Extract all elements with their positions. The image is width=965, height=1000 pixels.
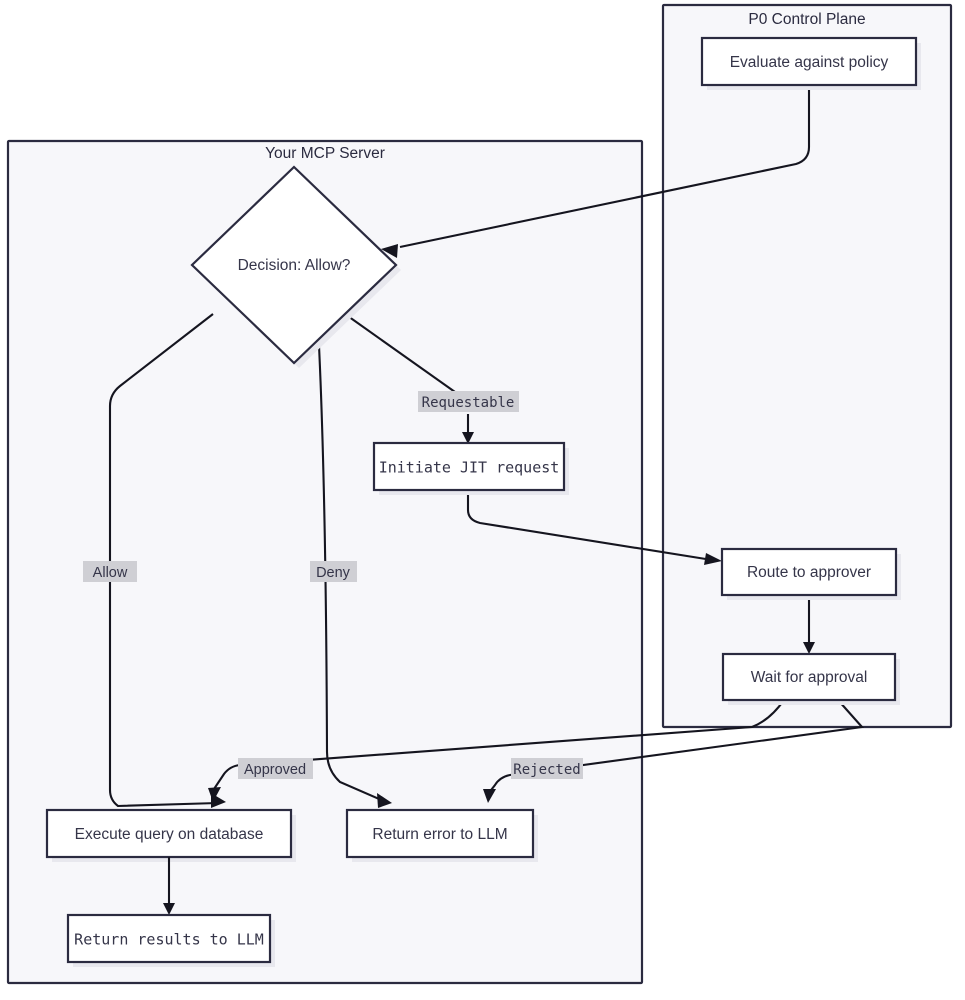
edge-wait-to-execute-arrowhead xyxy=(208,787,221,802)
edge-jit-to-route xyxy=(466,490,722,565)
node-return-error-to-llm-label: Return error to LLM xyxy=(372,826,507,843)
node-execute-query-on-database-label: Execute query on database xyxy=(75,826,264,843)
edge-decision-to-jit-line1 xyxy=(344,313,456,393)
edge-execute-to-results xyxy=(163,857,175,915)
edge-jit-to-route-line xyxy=(466,490,713,562)
node-route-to-approver-box[interactable] xyxy=(720,547,898,597)
edge-decision-to-error-arrowhead xyxy=(377,793,392,808)
edge-decision-to-error-line xyxy=(316,324,387,803)
edge-decision-to-jit-arrowhead xyxy=(462,432,474,444)
edge-wait-to-error xyxy=(483,699,865,803)
node-return-error-to-llm-box[interactable] xyxy=(345,808,535,859)
node-decision-allow-label: Decision: Allow? xyxy=(238,257,351,274)
node-wait-for-approval[interactable]: Wait for approval xyxy=(721,652,900,705)
edge-label-approved-text: Approved xyxy=(244,762,306,778)
node-return-results-to-llm-box[interactable] xyxy=(66,913,272,964)
edge-label-requestable-text: Requestable xyxy=(422,395,515,411)
edge-label-approved: Approved xyxy=(238,758,313,779)
subgraph-p0-control-plane: P0 Control Plane xyxy=(661,3,953,729)
edge-evaluate-to-decision xyxy=(381,85,811,258)
edge-label-requestable: Requestable xyxy=(418,391,519,412)
edge-label-rejected-bg xyxy=(511,758,583,779)
node-return-error-to-llm[interactable]: Return error to LLM xyxy=(345,808,538,862)
edge-label-approved-bg xyxy=(238,758,313,779)
node-wait-for-approval-label: Wait for approval xyxy=(751,669,868,686)
edge-route-to-wait-arrowhead xyxy=(803,642,815,654)
edge-decision-to-error xyxy=(316,324,392,808)
edge-route-to-wait xyxy=(803,595,815,654)
node-wait-for-approval-box[interactable] xyxy=(721,652,897,702)
node-route-to-approver-label: Route to approver xyxy=(747,564,871,581)
edge-execute-to-results-arrowhead xyxy=(163,903,175,915)
edge-evaluate-to-decision-arrowhead xyxy=(381,244,398,258)
edge-label-deny: Deny xyxy=(310,561,357,582)
edge-label-deny-text: Deny xyxy=(316,565,351,581)
node-return-results-to-llm-label: Return results to LLM xyxy=(74,931,264,949)
edge-label-rejected-text: Rejected xyxy=(513,762,580,778)
node-decision-allow[interactable]: Decision: Allow? xyxy=(190,165,401,368)
node-initiate-jit-request-box[interactable] xyxy=(372,441,566,492)
node-decision-allow-box[interactable] xyxy=(190,165,398,365)
node-evaluate-against-policy-label: Evaluate against policy xyxy=(730,54,889,71)
node-initiate-jit-request[interactable]: Initiate JIT request xyxy=(372,441,569,495)
edge-label-deny-bg xyxy=(310,561,357,582)
subgraph-p0-control-plane-title: P0 Control Plane xyxy=(748,11,865,28)
edge-wait-to-error-arrowhead xyxy=(483,789,496,803)
subgraph-p0-control-plane-box xyxy=(661,3,953,729)
node-return-results-to-llm[interactable]: Return results to LLM xyxy=(66,913,275,967)
edge-decision-to-jit xyxy=(344,313,474,444)
node-execute-query-on-database[interactable]: Execute query on database xyxy=(45,808,296,862)
edge-wait-to-error-line xyxy=(487,699,865,795)
node-initiate-jit-request-label: Initiate JIT request xyxy=(379,459,560,477)
edge-evaluate-to-decision-line xyxy=(399,85,811,249)
node-route-to-approver[interactable]: Route to approver xyxy=(720,547,901,600)
edge-decision-to-execute-line xyxy=(108,313,219,808)
edge-label-allow-bg xyxy=(83,561,137,582)
edge-jit-to-route-arrowhead xyxy=(704,553,722,565)
node-evaluate-against-policy-box[interactable] xyxy=(700,36,918,87)
node-evaluate-against-policy[interactable]: Evaluate against policy xyxy=(700,36,921,90)
subgraph-mcp-server-title: Your MCP Server xyxy=(265,145,385,162)
edge-label-allow-text: Allow xyxy=(93,565,128,581)
edge-label-requestable-bg xyxy=(418,391,519,412)
edge-label-rejected: Rejected xyxy=(511,758,583,779)
edge-label-allow: Allow xyxy=(83,561,137,582)
